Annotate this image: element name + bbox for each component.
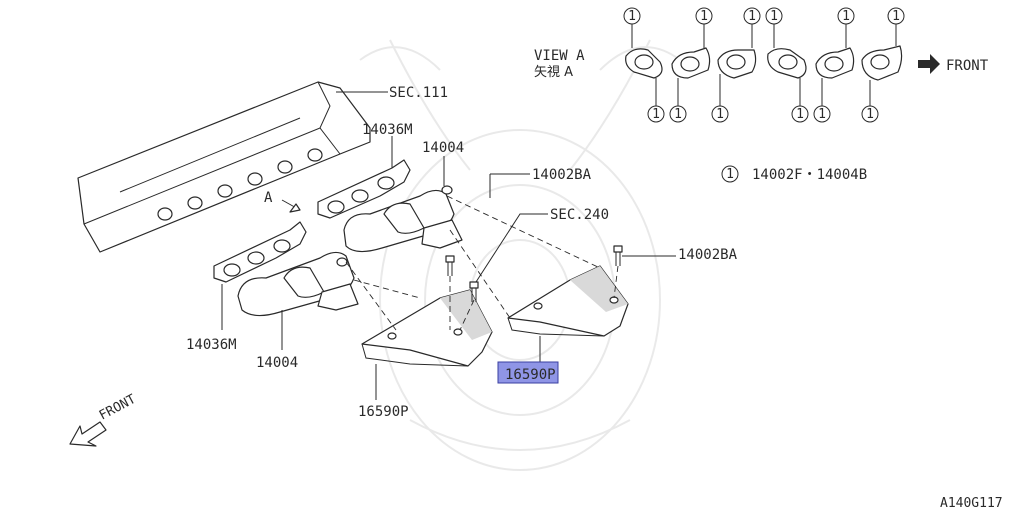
label-front-left: FRONT	[97, 392, 139, 424]
ref-number: 1	[818, 107, 826, 122]
ref-number: 1	[866, 107, 874, 122]
figure-code: A140G117	[940, 496, 1003, 511]
bolt-center-right	[469, 281, 479, 302]
heat-insulator-left	[361, 289, 493, 367]
ref-number: 1	[796, 107, 804, 122]
view-a-gasket-3	[717, 49, 757, 79]
bolt-right	[613, 245, 623, 266]
label-14036m-top: 14036M	[362, 122, 413, 138]
front-arrow-left-icon	[69, 421, 107, 447]
label-front-right: FRONT	[946, 58, 989, 74]
ref-circles-bottom	[647, 105, 879, 123]
part-labels: SEC.111 14036M 14004 14002BA SEC.240 140…	[97, 48, 1003, 511]
label-view-arrow-a: A	[264, 190, 273, 206]
ref-number: 1	[842, 9, 850, 24]
label-16590p-left: 16590P	[358, 404, 409, 420]
ref-number: 1	[628, 9, 636, 24]
label-14002ba-right: 14002BA	[678, 247, 738, 263]
view-a-gasket-2	[671, 47, 711, 79]
gasket-upper	[317, 159, 411, 219]
view-a-gasket-6	[861, 45, 903, 81]
cylinder-head	[77, 81, 371, 253]
legend-ref-number: 1	[726, 167, 734, 182]
head-port-holes	[157, 148, 323, 221]
ref-circle-numbers: 1 1 1 1 1 1 1 1 1 1 1 1 1	[628, 9, 900, 182]
view-a-arrow	[281, 199, 301, 213]
label-14036m-bottom: 14036M	[186, 337, 237, 353]
ref-number: 1	[652, 107, 660, 122]
view-a-gasket-4	[767, 48, 807, 79]
ref-number: 1	[892, 9, 900, 24]
ref-number: 1	[674, 107, 682, 122]
ref-number: 1	[700, 9, 708, 24]
label-sec240: SEC.240	[550, 207, 609, 223]
gasket-lower	[213, 221, 307, 283]
ref-circles-top	[623, 7, 905, 25]
exhaust-manifold-lower	[237, 251, 359, 317]
label-view-a-jp: 矢視 A	[534, 65, 573, 80]
label-14004-bottom: 14004	[256, 355, 298, 371]
label-view-a: VIEW A	[534, 48, 585, 64]
exhaust-manifold-upper	[343, 185, 463, 253]
legend-ref-circle	[721, 165, 739, 183]
view-a-gasket-5	[815, 47, 855, 79]
label-14002ba-top: 14002BA	[532, 167, 592, 183]
ref-number: 1	[716, 107, 724, 122]
front-arrow-right-icon	[918, 54, 940, 74]
legend-text: 14002F・14004B	[752, 167, 867, 183]
label-sec111: SEC.111	[389, 85, 448, 101]
ref-number: 1	[748, 9, 756, 24]
ref-number: 1	[770, 9, 778, 24]
view-a-gasket-row	[625, 24, 903, 106]
heat-insulator-right	[507, 265, 629, 337]
view-a-gasket-1	[625, 48, 663, 79]
label-14004-top: 14004	[422, 140, 464, 156]
part-highlight	[497, 361, 559, 384]
bolt-center-left	[445, 255, 455, 276]
label-16590p-right: 16590P	[505, 367, 556, 383]
leader-lines	[221, 91, 676, 400]
alignment-dashes	[345, 195, 619, 331]
